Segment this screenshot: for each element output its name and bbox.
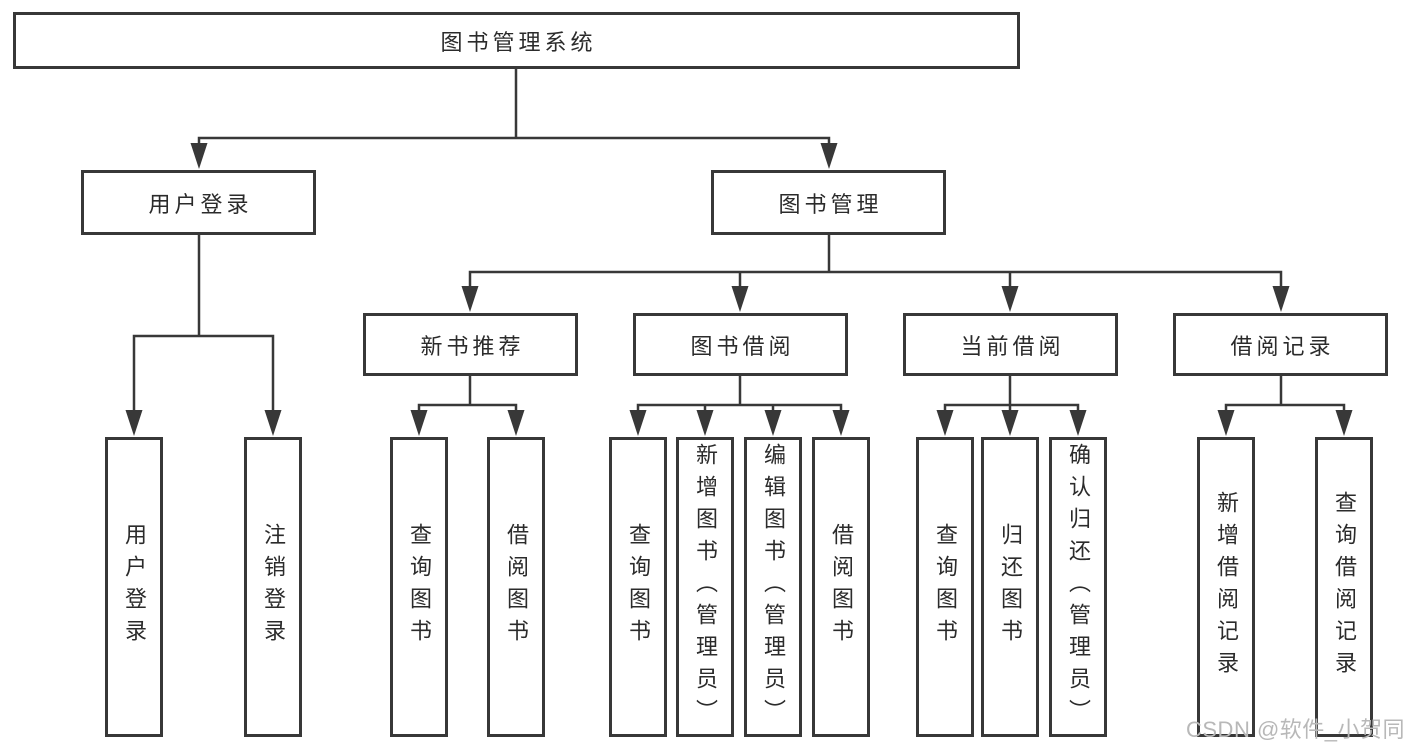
leaf-edit-book-admin: 编辑图书（管理员） <box>744 437 802 737</box>
arrowhead-icon <box>629 410 647 436</box>
leaf-add-book-admin: 新增图书（管理员） <box>676 437 734 737</box>
arrowhead-icon <box>461 286 479 312</box>
arrowhead-icon <box>1335 410 1353 436</box>
leaf-user-login: 用户登录 <box>105 437 163 737</box>
arrowhead-icon <box>731 286 749 312</box>
arrowhead-icon <box>410 410 428 436</box>
arrowhead-icon <box>1217 410 1235 436</box>
arrowhead-icon <box>1069 410 1087 436</box>
arrowhead-icon <box>832 410 850 436</box>
arrowhead-icon <box>1001 286 1019 312</box>
arrowhead-icon <box>1001 410 1019 436</box>
arrowhead-icon <box>936 410 954 436</box>
arrowhead-icon <box>820 143 838 169</box>
leaf-add-borrow-record: 新增借阅记录 <box>1197 437 1255 737</box>
arrowhead-icon <box>264 410 282 436</box>
arrowhead-icon <box>125 410 143 436</box>
node-current-borrowing: 当前借阅 <box>903 313 1118 376</box>
node-book-borrowing: 图书借阅 <box>633 313 848 376</box>
node-system-root: 图书管理系统 <box>13 12 1020 69</box>
node-borrowing-records: 借阅记录 <box>1173 313 1388 376</box>
arrowhead-icon <box>507 410 525 436</box>
arrowhead-icon <box>696 410 714 436</box>
leaf-query-books-recommend: 查询图书 <box>390 437 448 737</box>
leaf-query-books-current: 查询图书 <box>916 437 974 737</box>
leaf-logout: 注销登录 <box>244 437 302 737</box>
watermark: CSDN @软件_小贺同学 <box>1186 717 1405 742</box>
leaf-query-books-borrowing: 查询图书 <box>609 437 667 737</box>
arrowhead-icon <box>190 143 208 169</box>
node-new-book-recommend: 新书推荐 <box>363 313 578 376</box>
arrowhead-icon <box>1272 286 1290 312</box>
leaf-query-borrow-record: 查询借阅记录 <box>1315 437 1373 737</box>
leaf-return-book: 归还图书 <box>981 437 1039 737</box>
leaf-borrow-books-recommend: 借阅图书 <box>487 437 545 737</box>
leaf-borrow-books-borrowing: 借阅图书 <box>812 437 870 737</box>
leaf-confirm-return-admin: 确认归还（管理员） <box>1049 437 1107 737</box>
node-book-management: 图书管理 <box>711 170 946 235</box>
arrowhead-icon <box>764 410 782 436</box>
node-user-login: 用户登录 <box>81 170 316 235</box>
